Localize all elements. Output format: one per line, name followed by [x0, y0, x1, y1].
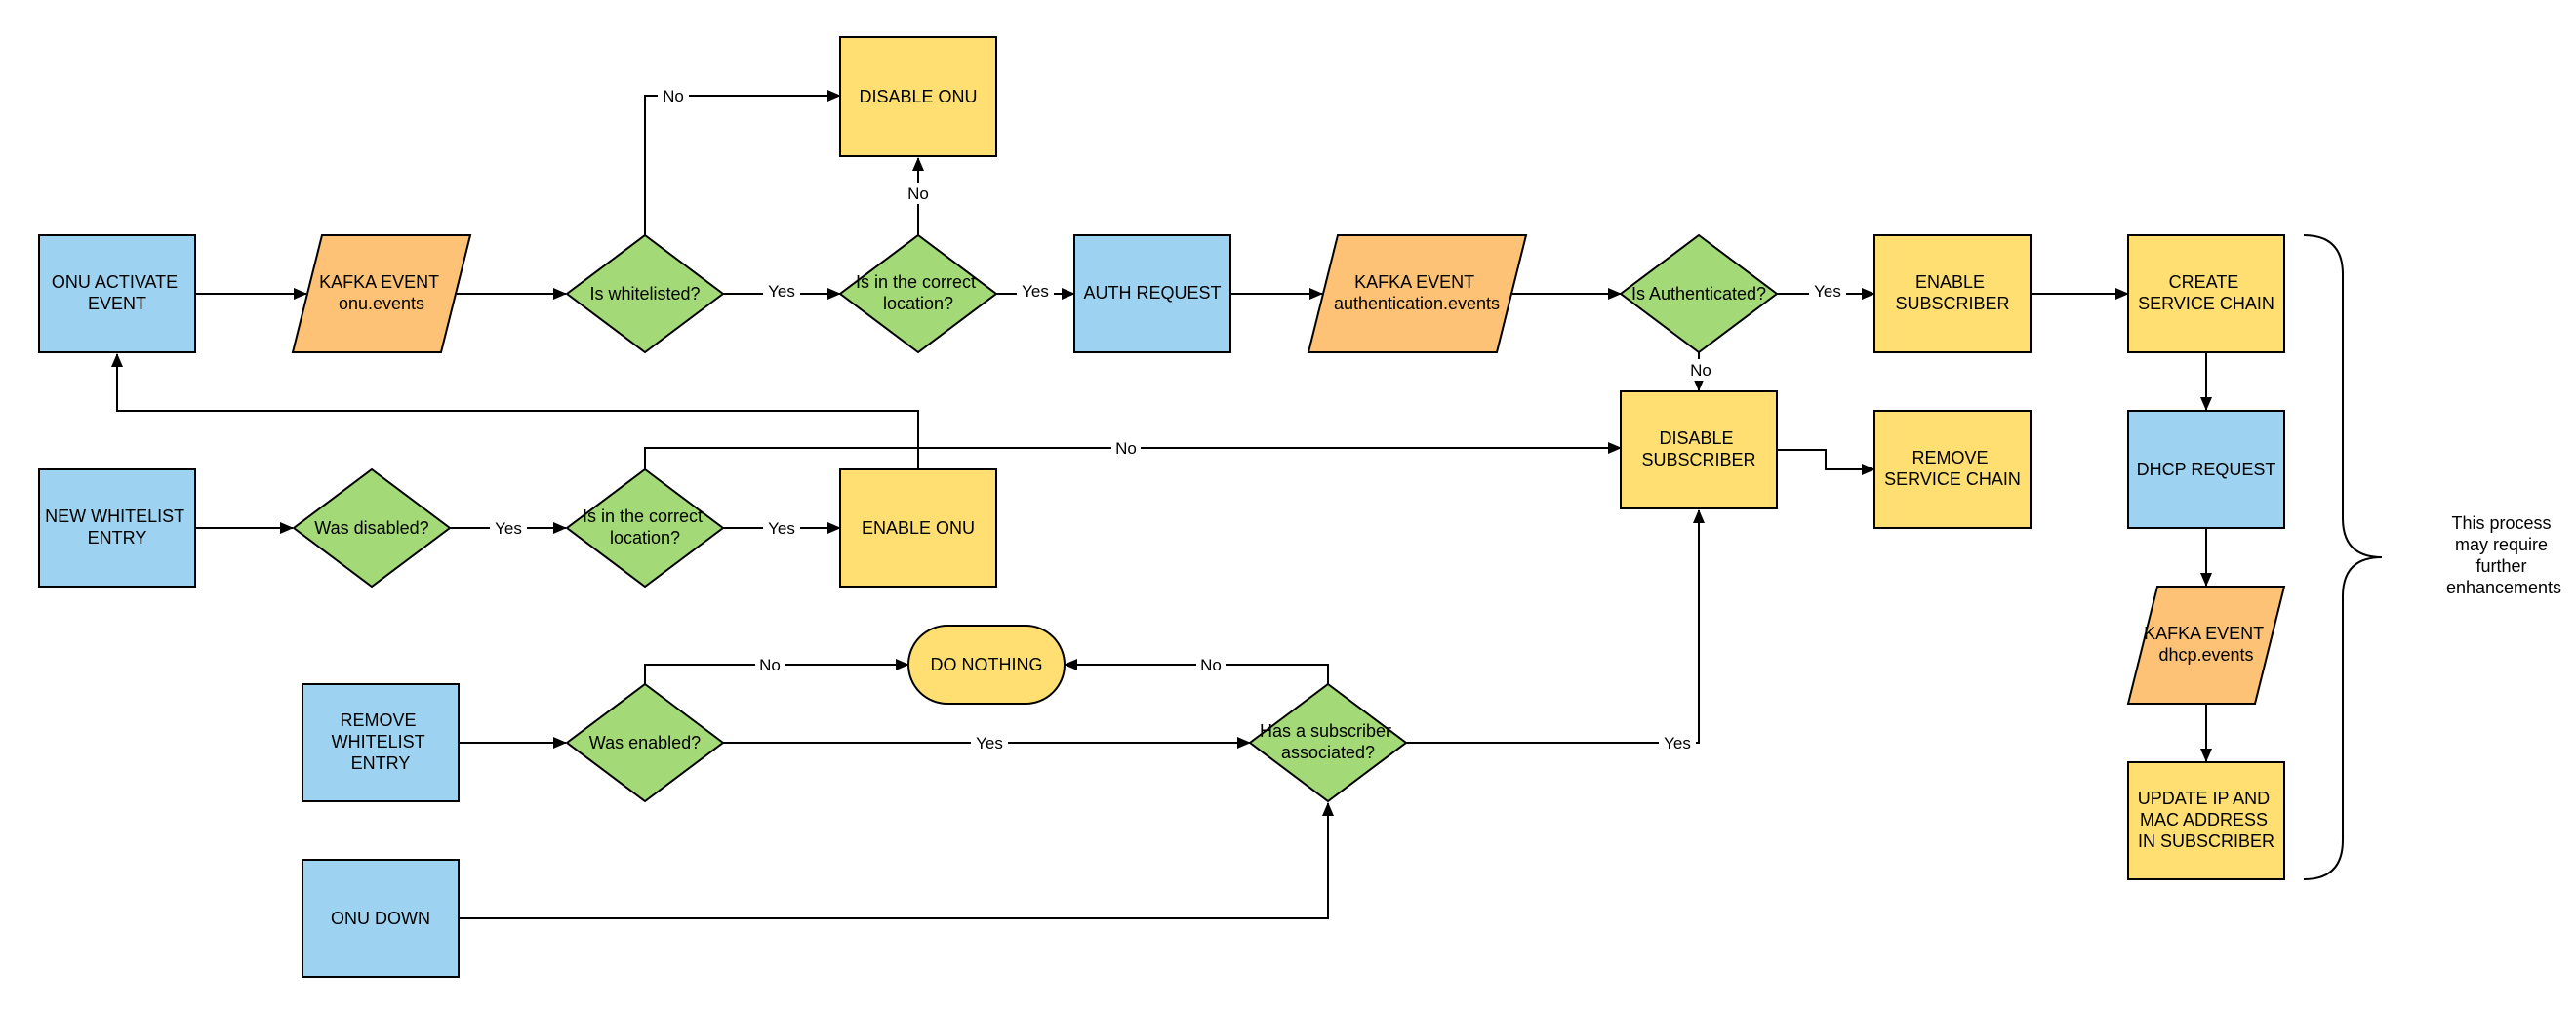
edge-labels: No No Yes Yes Yes No No Yes Yes No No Ye…: [490, 85, 1846, 753]
node-enable-subscriber: ENABLE SUBSCRIBER: [1873, 234, 2032, 353]
svg-text:Is whitelisted?: Is whitelisted?: [589, 284, 700, 304]
edge-whitelisted-no-to-disable-onu: [644, 90, 841, 235]
connectors: [111, 90, 2383, 919]
decision-was-disabled: Was disabled?: [292, 467, 452, 589]
svg-text:REMOVE WHITELIST E: REMOVE WHITELIST ENTRY: [332, 710, 430, 773]
svg-text:UPDATE IP AND MAC ADDRES: UPDATE IP AND MAC ADDRESS IN SUBSCRIBER: [2138, 789, 2274, 851]
label-no-authenticated: No: [1690, 361, 1711, 380]
node-remove-service-chain: REMOVE SERVICE CHAIN: [1873, 410, 2032, 529]
node-onu-down: ONU DOWN: [302, 859, 460, 978]
svg-text:Is in the correct locati: Is in the correct location?: [583, 507, 707, 548]
node-kafka-event-authentication: KAFKA EVENT authentication.events: [1307, 234, 1528, 353]
svg-text:DHCP REQUEST: DHCP REQUEST: [2137, 460, 2276, 479]
svg-text:KAFKA EVENT dhcp.events: KAFKA EVENT dhcp.events: [2144, 624, 2269, 665]
svg-text:Is in the correct locati: Is in the correct location?: [856, 272, 981, 313]
node-disable-onu: DISABLE ONU: [839, 36, 997, 157]
label-yes-was-disabled: Yes: [495, 519, 522, 538]
svg-text:DO NOTHING: DO NOTHING: [931, 655, 1043, 674]
decision-correct-location-2: Is in the correct location?: [565, 467, 725, 589]
edge-location2-no-to-disable-sub: [644, 442, 1622, 469]
edge-enable-onu-back-to-onu-activate: [111, 353, 919, 469]
label-yes-whitelisted: Yes: [768, 282, 795, 301]
terminal-do-nothing: DO NOTHING: [907, 625, 1066, 705]
svg-text:ENABLE ONU: ENABLE ONU: [862, 518, 975, 538]
svg-text:Has a subscriber associa: Has a subscriber associated?: [1260, 721, 1396, 762]
label-yes-authenticated: Yes: [1814, 282, 1841, 301]
label-no-location-1: No: [907, 184, 929, 203]
svg-text:AUTH REQUEST: AUTH REQUEST: [1083, 283, 1221, 303]
svg-text:Was disabled?: Was disabled?: [314, 518, 428, 538]
node-update-ip-mac: UPDATE IP AND MAC ADDRESS IN SUBSCRIBER: [2127, 761, 2285, 880]
svg-text:NEW WHITELIST ENTRY: NEW WHITELIST ENTRY: [45, 507, 189, 548]
decision-correct-location-1: Is in the correct location?: [838, 233, 998, 354]
note-brace: [2303, 234, 2383, 880]
label-yes-has-subscriber: Yes: [1664, 734, 1691, 752]
svg-text:KAFKA EVENT onu.events: KAFKA EVENT onu.events: [319, 272, 444, 313]
node-enable-onu: ENABLE ONU: [839, 468, 997, 588]
decision-is-whitelisted: Is whitelisted?: [565, 233, 725, 354]
svg-text:DISABLE SUBSCRIBER: DISABLE SUBSCRIBER: [1641, 428, 1755, 469]
svg-text:Is Authenticated?: Is Authenticated?: [1631, 284, 1766, 304]
decision-has-subscriber: Has a subscriber associated?: [1248, 682, 1408, 803]
label-yes-location-1: Yes: [1022, 282, 1049, 301]
node-onu-activate-event: ONU ACTIVATE EVENT: [38, 234, 196, 353]
edge-was-enabled-no-to-do-nothing: [644, 659, 909, 684]
edge-onu-down-to-has-subscriber: [459, 802, 1334, 919]
label-no-has-subscriber: No: [1200, 656, 1222, 674]
svg-text:DISABLE ONU: DISABLE ONU: [859, 87, 977, 106]
label-no-whitelisted: No: [663, 87, 684, 105]
node-kafka-event-onu: KAFKA EVENT onu.events: [291, 234, 472, 353]
svg-text:CREATE SERVICE CHAIN: CREATE SERVICE CHAIN: [2138, 272, 2274, 313]
label-yes-location-2: Yes: [768, 519, 795, 538]
label-no-location-2: No: [1115, 439, 1137, 458]
svg-text:This process may require: This process may require further enhance…: [2446, 513, 2561, 597]
node-disable-subscriber: DISABLE SUBSCRIBER: [1620, 390, 1778, 509]
edge-disable-sub-to-remove-chain: [1777, 449, 1875, 475]
node-new-whitelist-entry: NEW WHITELIST ENTRY: [38, 468, 196, 588]
svg-text:ONU DOWN: ONU DOWN: [331, 909, 430, 928]
decision-was-enabled: Was enabled?: [565, 682, 725, 803]
svg-text:ENABLE SUBSCRIBER: ENABLE SUBSCRIBER: [1895, 272, 2009, 313]
label-no-was-enabled: No: [759, 656, 781, 674]
node-remove-whitelist-entry: REMOVE WHITELIST ENTRY: [302, 683, 460, 802]
edge-has-subscriber-no-to-do-nothing: [1064, 659, 1329, 684]
svg-text:KAFKA EVENT authenticati: KAFKA EVENT authentication.events: [1334, 272, 1500, 313]
label-yes-was-enabled: Yes: [976, 734, 1003, 752]
node-auth-request: AUTH REQUEST: [1073, 234, 1231, 353]
node-create-service-chain: CREATE SERVICE CHAIN: [2127, 234, 2285, 353]
node-kafka-event-dhcp: KAFKA EVENT dhcp.events: [2126, 586, 2286, 705]
svg-text:Was enabled?: Was enabled?: [589, 733, 701, 752]
node-dhcp-request: DHCP REQUEST: [2127, 410, 2285, 529]
edge-has-subscriber-yes-to-disable-sub: [1406, 509, 1705, 744]
svg-text:ONU ACTIVATE EVENT: ONU ACTIVATE EVENT: [52, 272, 182, 313]
decision-is-authenticated: Is Authenticated?: [1619, 233, 1779, 354]
svg-text:REMOVE SERVICE CHAIN: REMOVE SERVICE CHAIN: [1884, 448, 2021, 489]
note-further-enhancements: This process may require further enhance…: [2446, 513, 2561, 597]
